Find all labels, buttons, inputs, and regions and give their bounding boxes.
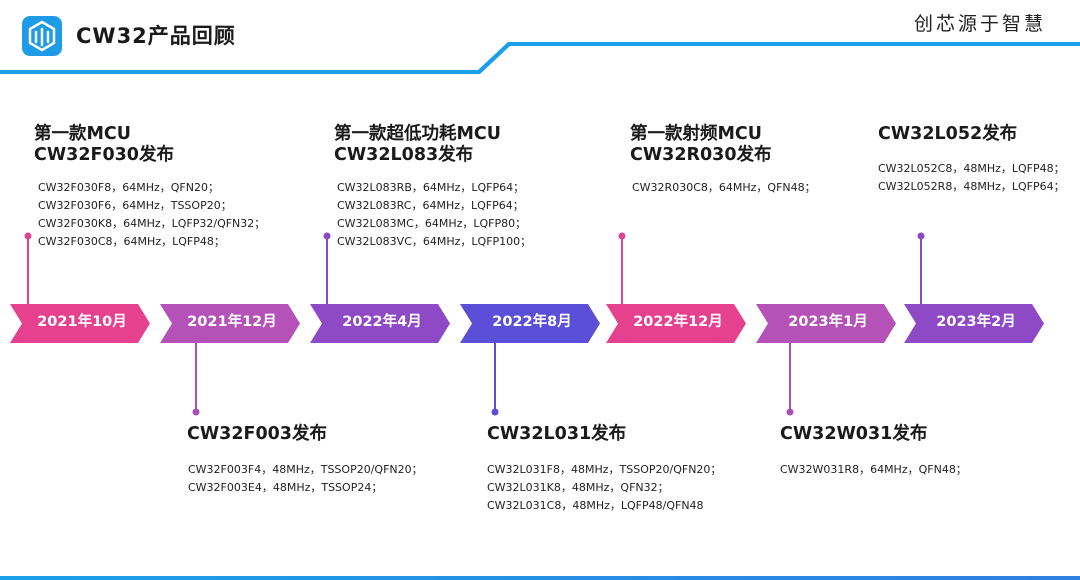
header-band <box>0 42 1080 74</box>
timeline-dot <box>786 408 794 416</box>
page-title: CW32产品回顾 <box>76 24 236 48</box>
timeline-arrow <box>460 304 600 343</box>
event-spec-line: CW32L083RC，64MHz，LQFP64； <box>337 199 524 212</box>
event-spec-line: CW32F030C8，64MHz，LQFP48； <box>38 235 225 248</box>
timeline-arrow <box>904 304 1044 343</box>
timeline-dot <box>192 408 200 416</box>
event-title: CW32F003发布 <box>187 424 327 444</box>
timeline-dot <box>491 408 499 416</box>
event-spec-line: CW32L083VC，64MHz，LQFP100； <box>337 235 532 248</box>
event-spec-line: CW32F030F8，64MHz，QFN20； <box>38 181 219 194</box>
timeline-arrow <box>160 304 300 343</box>
event-spec-line: CW32L083RB，64MHz，LQFP64； <box>337 181 525 194</box>
event-title: CW32L031发布 <box>487 424 627 444</box>
event-spec-line: CW32L052C8，48MHz，LQFP48； <box>878 162 1065 175</box>
timeline-arrow <box>606 304 746 343</box>
event-title: CW32L083发布 <box>334 145 474 165</box>
event-spec-line: CW32L031K8，48MHz，QFN32； <box>487 481 669 494</box>
event-spec-line: CW32F030F6，64MHz，TSSOP20； <box>38 199 232 212</box>
date-label: 2021年10月 <box>37 314 127 330</box>
event-title: CW32W031发布 <box>780 424 928 444</box>
timeline-arrow <box>756 304 896 343</box>
event-title: 第一款超低功耗MCU <box>334 124 501 144</box>
event-title: 第一款射频MCU <box>630 124 762 144</box>
event-spec-line: CW32F003F4，48MHz，TSSOP20/QFN20； <box>188 463 423 476</box>
timeline-dot <box>24 232 32 240</box>
cw32-logo-icon <box>22 16 62 56</box>
event-title: CW32R030发布 <box>630 145 772 165</box>
event-spec-line: CW32L031C8，48MHz，LQFP48/QFN48 <box>487 499 704 512</box>
timeline-dot <box>618 232 626 240</box>
event-spec-line: CW32L031F8，48MHz，TSSOP20/QFN20； <box>487 463 722 476</box>
event-spec-line: CW32W031R8，64MHz，QFN48； <box>780 463 967 476</box>
event-spec-line: CW32F003E4，48MHz，TSSOP24； <box>188 481 383 494</box>
date-label: 2022年4月 <box>342 314 422 330</box>
event-spec-line: CW32R030C8，64MHz，QFN48； <box>632 181 816 194</box>
event-spec-line: CW32L052R8，48MHz，LQFP64； <box>878 180 1065 193</box>
date-label: 2022年12月 <box>633 314 723 330</box>
slogan: 创芯源于智慧 <box>913 13 1046 35</box>
event-spec-line: CW32L083MC，64MHz，LQFP80； <box>337 217 527 230</box>
event-title: CW32L052发布 <box>878 124 1018 144</box>
timeline-arrow <box>10 304 150 343</box>
event-title: 第一款MCU <box>34 124 131 144</box>
timeline-dot <box>323 232 331 240</box>
timeline-dot <box>917 232 925 240</box>
date-label: 2023年1月 <box>788 314 868 330</box>
timeline-arrow <box>310 304 450 343</box>
date-label: 2022年8月 <box>492 314 572 330</box>
bottom-bar <box>0 576 1080 580</box>
date-label: 2023年2月 <box>936 314 1016 330</box>
date-label: 2021年12月 <box>187 314 277 330</box>
event-spec-line: CW32F030K8，64MHz，LQFP32/QFN32； <box>38 217 266 230</box>
event-title: CW32F030发布 <box>34 145 174 165</box>
